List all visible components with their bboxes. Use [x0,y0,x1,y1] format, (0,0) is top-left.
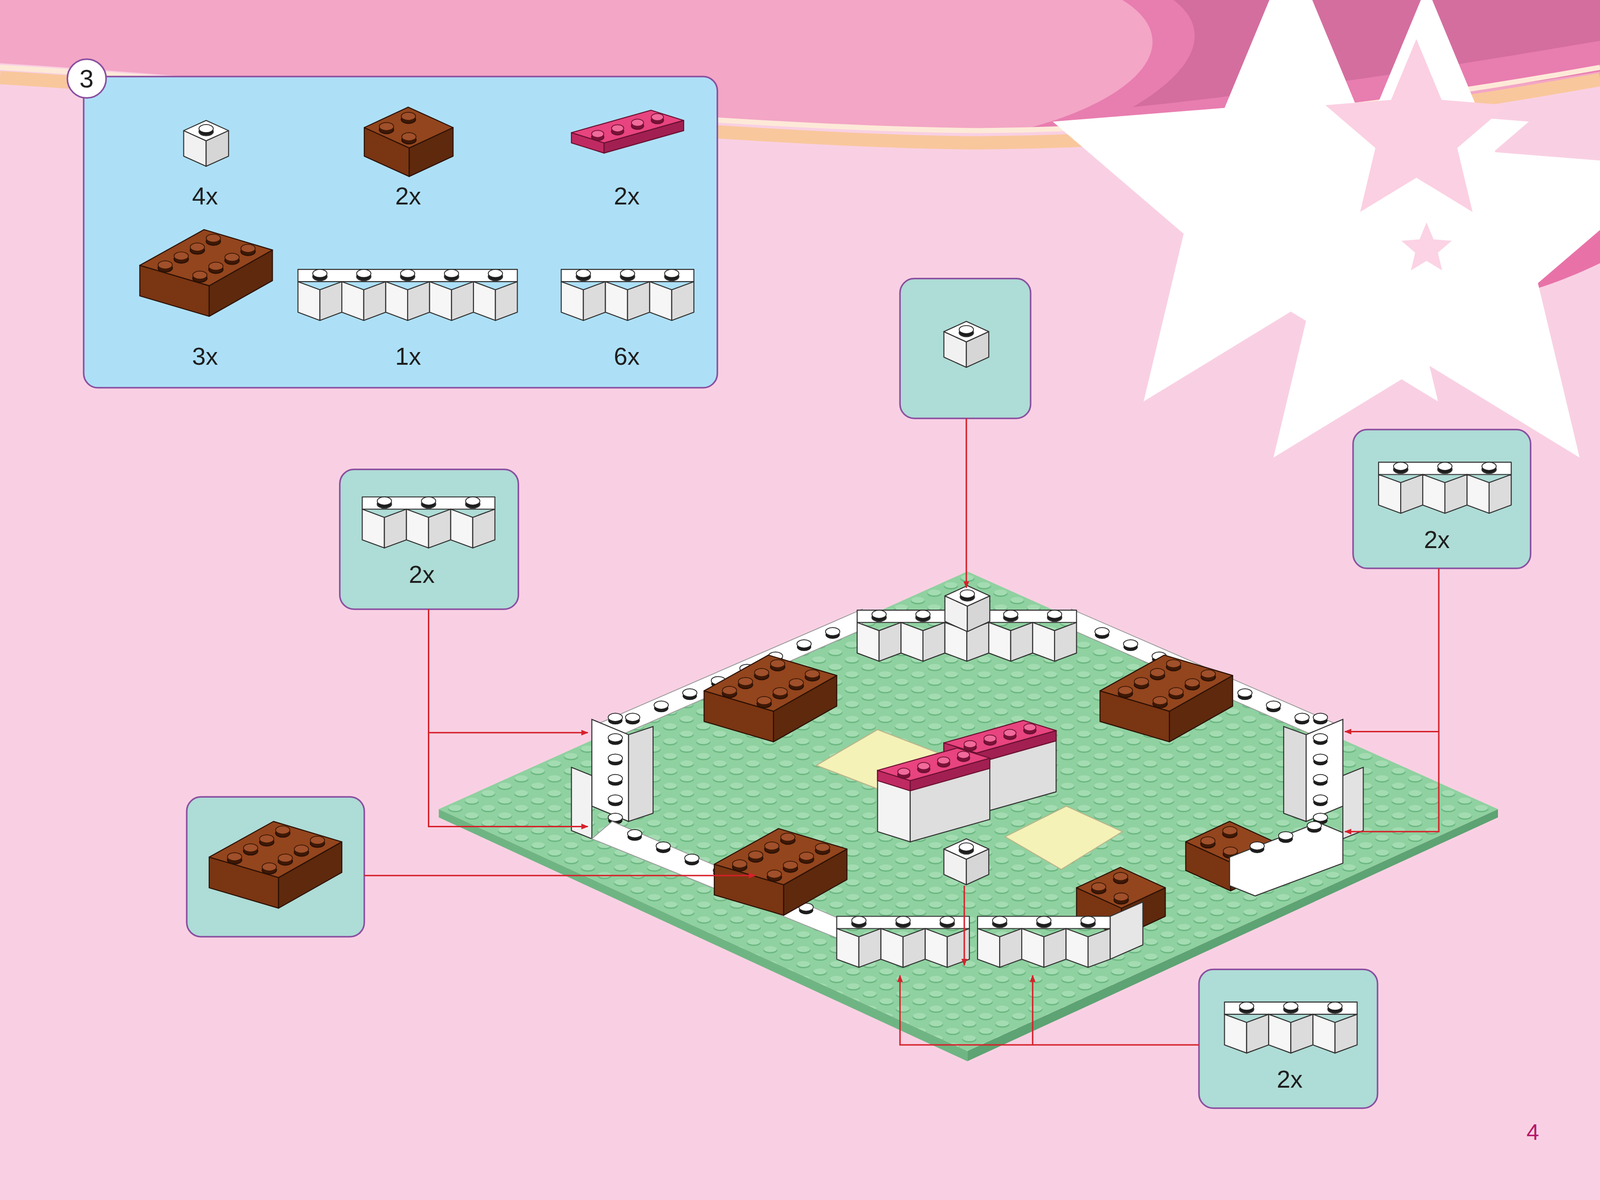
quantity-label: 2x [395,183,422,209]
quantity-label: 6x [614,344,640,369]
callout-box: 2x [339,469,519,609]
quantity-label: 4x [192,183,219,209]
quantity-label: 2x [1276,1067,1303,1092]
parts-list-panel: 4x 2x 2x 3x 1x 6x [83,76,718,388]
step-number-text: 3 [79,65,94,92]
callout-box: 2x [1353,429,1531,569]
quantity-label: 3x [192,344,219,369]
quantity-label: 1x [395,344,422,369]
page-number: 4 [1526,1121,1540,1144]
quantity-label: 2x [614,183,640,209]
quantity-label: 2x [1424,527,1451,552]
quantity-label: 2x [409,562,435,587]
callout-box: 2x [1198,969,1378,1109]
step-number: 3 [66,58,107,99]
